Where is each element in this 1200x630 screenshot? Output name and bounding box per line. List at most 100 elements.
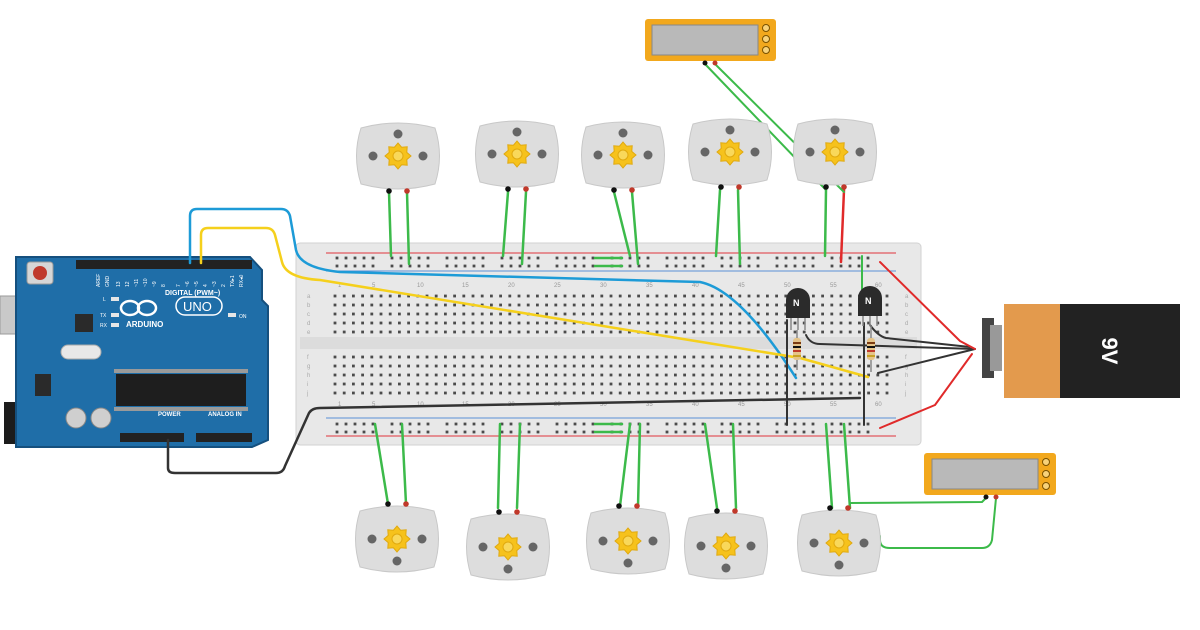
breadboard-hole[interactable] xyxy=(720,373,723,377)
breadboard-hole[interactable] xyxy=(572,303,576,307)
breadboard-hole[interactable] xyxy=(462,373,466,377)
rail-hole[interactable] xyxy=(811,430,815,434)
motor-terminal-positive[interactable] xyxy=(841,184,847,190)
breadboard-hole[interactable] xyxy=(425,330,429,334)
breadboard-hole[interactable] xyxy=(545,364,548,368)
rail-hole[interactable] xyxy=(518,264,522,268)
breadboard-hole[interactable] xyxy=(628,373,631,377)
rail-hole[interactable] xyxy=(408,264,412,268)
breadboard-hole[interactable] xyxy=(793,364,797,368)
breadboard-hole[interactable] xyxy=(655,321,659,325)
breadboard-hole[interactable] xyxy=(591,355,594,359)
breadboard-hole[interactable] xyxy=(600,294,604,298)
breadboard-hole[interactable] xyxy=(434,355,438,359)
rail-hole[interactable] xyxy=(701,264,705,268)
breadboard-hole[interactable] xyxy=(729,382,732,386)
rail-hole[interactable] xyxy=(390,264,394,268)
breadboard-hole[interactable] xyxy=(361,330,364,334)
rail-hole[interactable] xyxy=(848,256,852,260)
motor-top-2-wire-a[interactable] xyxy=(501,190,510,258)
multimeter-top-terminal[interactable] xyxy=(762,35,770,43)
breadboard-hole[interactable] xyxy=(517,355,521,359)
breadboard-hole[interactable] xyxy=(582,382,585,386)
rail-hole[interactable] xyxy=(683,422,687,426)
rail-hole[interactable] xyxy=(674,422,678,426)
breadboard-hole[interactable] xyxy=(352,330,355,334)
transistor-2[interactable]: N xyxy=(858,286,882,326)
multimeter-top-terminal[interactable] xyxy=(762,24,770,32)
breadboard-hole[interactable] xyxy=(499,391,502,395)
breadboard-hole[interactable] xyxy=(462,355,466,359)
breadboard-hole[interactable] xyxy=(701,303,705,307)
rail-hole[interactable] xyxy=(353,422,357,426)
rail-hole[interactable] xyxy=(408,422,412,426)
breadboard-hole[interactable] xyxy=(582,312,585,316)
breadboard-hole[interactable] xyxy=(361,321,364,325)
breadboard-hole[interactable] xyxy=(370,382,374,386)
rail-hole[interactable] xyxy=(775,264,779,268)
breadboard-hole[interactable] xyxy=(388,373,392,377)
breadboard-hole[interactable] xyxy=(683,355,686,359)
breadboard-hole[interactable] xyxy=(802,321,806,325)
rail-hole[interactable] xyxy=(481,264,485,268)
analog-header[interactable] xyxy=(196,433,252,442)
rail-hole[interactable] xyxy=(362,430,366,434)
breadboard-hole[interactable] xyxy=(793,391,797,395)
multimeter-bottom-terminal[interactable] xyxy=(1042,482,1050,490)
motor-terminal-negative[interactable] xyxy=(823,184,829,190)
breadboard-hole[interactable] xyxy=(425,382,429,386)
rail-hole[interactable] xyxy=(683,264,687,268)
motor-top-1-wire-a[interactable] xyxy=(387,190,393,258)
rail-hole[interactable] xyxy=(692,422,696,426)
rail-hole[interactable] xyxy=(426,430,430,434)
motor-terminal-negative[interactable] xyxy=(714,508,720,514)
breadboard-hole[interactable] xyxy=(444,373,447,377)
breadboard-hole[interactable] xyxy=(536,364,539,368)
rail-hole[interactable] xyxy=(335,430,339,434)
breadboard-hole[interactable] xyxy=(738,355,742,359)
rail-hole[interactable] xyxy=(564,256,568,260)
breadboard-hole[interactable] xyxy=(802,382,806,386)
breadboard-hole[interactable] xyxy=(885,373,889,377)
breadboard-hole[interactable] xyxy=(756,373,760,377)
breadboard-hole[interactable] xyxy=(342,303,346,307)
breadboard-hole[interactable] xyxy=(508,391,512,395)
motor-terminal-positive[interactable] xyxy=(404,188,410,194)
power-header[interactable] xyxy=(120,433,184,442)
rail-hole[interactable] xyxy=(417,430,421,434)
breadboard-hole[interactable] xyxy=(398,312,401,316)
breadboard-hole[interactable] xyxy=(425,391,429,395)
breadboard-hole[interactable] xyxy=(876,321,880,325)
breadboard-hole[interactable] xyxy=(821,330,824,334)
breadboard-hole[interactable] xyxy=(471,294,475,298)
breadboard-hole[interactable] xyxy=(361,303,364,307)
breadboard-hole[interactable] xyxy=(526,294,530,298)
breadboard-hole[interactable] xyxy=(600,364,604,368)
breadboard-hole[interactable] xyxy=(701,382,705,386)
rail-hole[interactable] xyxy=(454,256,458,260)
breadboard-hole[interactable] xyxy=(554,391,558,395)
breadboard-hole[interactable] xyxy=(628,355,631,359)
breadboard-hole[interactable] xyxy=(444,391,447,395)
breadboard-hole[interactable] xyxy=(885,321,889,325)
rail-hole[interactable] xyxy=(756,256,760,260)
breadboard-hole[interactable] xyxy=(536,303,539,307)
rail-hole[interactable] xyxy=(500,256,504,260)
breadboard-hole[interactable] xyxy=(738,294,742,298)
breadboard-hole[interactable] xyxy=(674,321,677,325)
breadboard-hole[interactable] xyxy=(517,373,521,377)
rail-hole[interactable] xyxy=(756,264,760,268)
breadboard-hole[interactable] xyxy=(618,391,622,395)
breadboard-hole[interactable] xyxy=(462,303,466,307)
rail-hole[interactable] xyxy=(481,422,485,426)
arduino-uno-board[interactable]: AREF GND 13 12 ~11 ~10 ~9 8 7 ~6 ~5 4 ~3… xyxy=(0,256,269,448)
motor-bottom-3-wire-b[interactable] xyxy=(636,422,642,508)
rail-hole[interactable] xyxy=(509,430,513,434)
motor-top-3-wire-b[interactable] xyxy=(630,190,640,266)
breadboard-hole[interactable] xyxy=(554,312,558,316)
ground-wire[interactable] xyxy=(166,396,862,475)
rail-hole[interactable] xyxy=(720,264,724,268)
breadboard-hole[interactable] xyxy=(812,303,815,307)
breadboard-hole[interactable] xyxy=(839,382,843,386)
